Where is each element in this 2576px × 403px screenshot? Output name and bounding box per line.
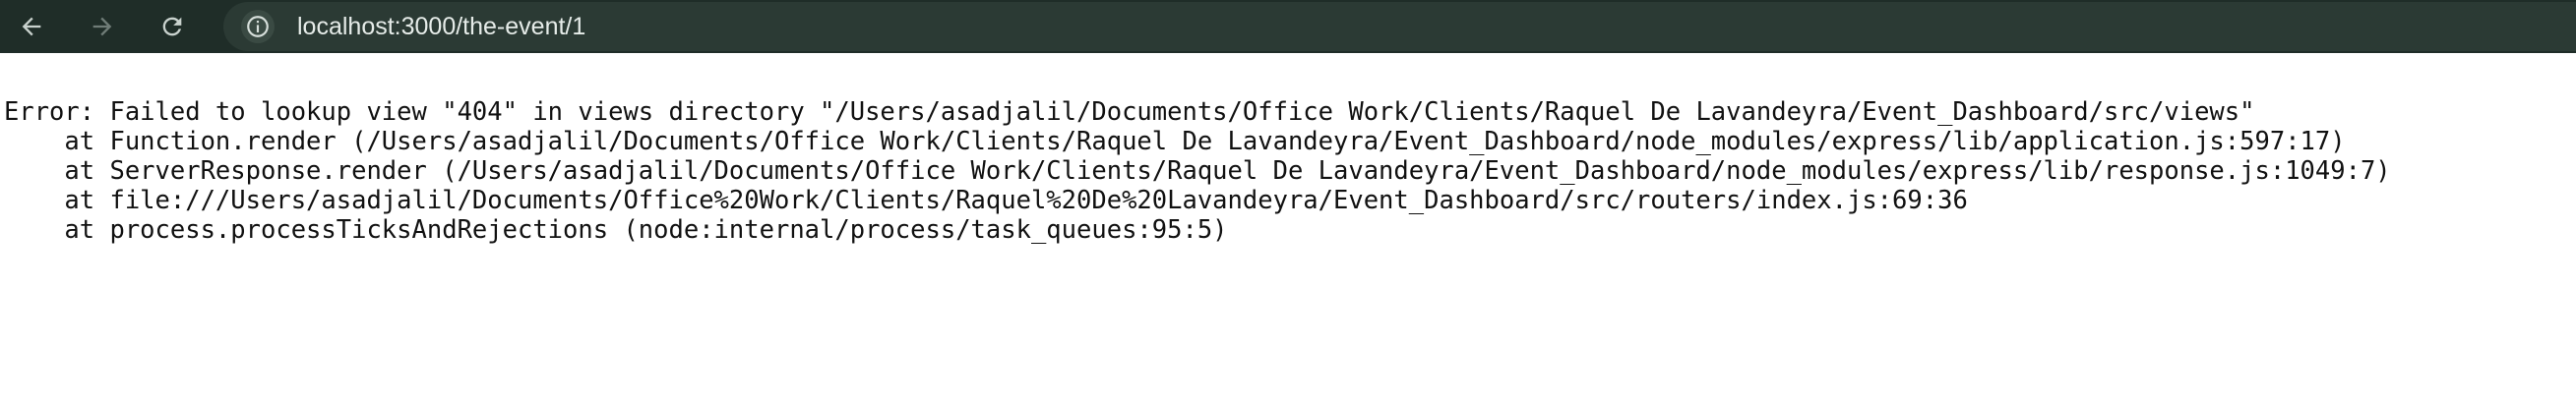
reload-button[interactable]	[153, 7, 192, 46]
back-button[interactable]	[12, 7, 51, 46]
tune-icon	[247, 16, 269, 37]
address-bar[interactable]: localhost:3000/the-event/1	[223, 2, 2576, 51]
url-text[interactable]: localhost:3000/the-event/1	[297, 13, 586, 40]
page-content: Error: Failed to lookup view "404" in vi…	[0, 53, 2576, 403]
reload-icon	[162, 17, 182, 36]
site-info-button[interactable]	[241, 10, 275, 43]
error-message-line: Error: Failed to lookup view "404" in vi…	[4, 97, 2255, 127]
browser-toolbar: localhost:3000/the-event/1	[0, 0, 2576, 53]
stack-frame-line: at process.processTicksAndRejections (no…	[4, 215, 1228, 245]
arrow-right-icon	[92, 17, 112, 36]
arrow-left-icon	[22, 17, 41, 36]
stack-frame-line: at Function.render (/Users/asadjalil/Doc…	[4, 127, 2346, 156]
stack-frame-line: at ServerResponse.render (/Users/asadjal…	[4, 156, 2391, 186]
stack-frame-line: at file:///Users/asadjalil/Documents/Off…	[4, 186, 1968, 215]
forward-button[interactable]	[83, 7, 122, 46]
error-stack-trace: Error: Failed to lookup view "404" in vi…	[4, 97, 2391, 245]
